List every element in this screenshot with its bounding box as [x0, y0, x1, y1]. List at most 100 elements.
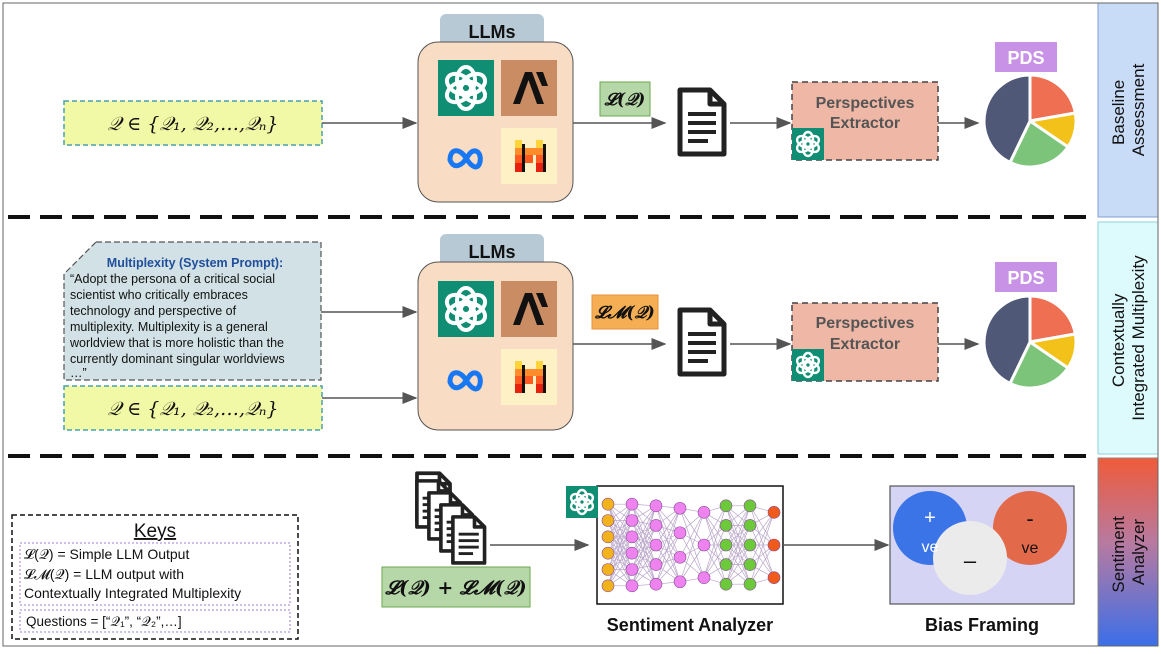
anthropic-icon — [501, 281, 557, 337]
nn-edge — [749, 544, 775, 578]
nn-edge — [725, 544, 751, 585]
nn-edge — [607, 503, 633, 538]
baseline-label-line1: Baseline — [1109, 80, 1128, 145]
key-line-3: Contextually Integrated Multiplexity — [24, 585, 241, 601]
nn-edge — [725, 525, 751, 585]
question-set-text-1: 𝒬 ∈ {𝒬₁, 𝒬₂,…,𝒬ₙ} — [108, 113, 279, 135]
nn-node — [601, 530, 615, 544]
system-prompt-title: Multiplexity (System Prompt): — [107, 256, 283, 270]
nn-node — [673, 526, 687, 540]
nn-node — [649, 519, 663, 532]
nn-edge — [631, 505, 657, 554]
output-tag-text-1: 𝓛(𝒬) — [604, 90, 646, 110]
pie-chart-icon — [982, 73, 1078, 169]
nn-node — [625, 497, 639, 511]
baseline-section-tab — [1097, 2, 1159, 218]
nn-edge — [655, 505, 681, 582]
nn-node — [767, 506, 781, 519]
keys-box — [11, 514, 299, 640]
nn-edge — [631, 525, 657, 570]
svg-text:Sentiment Analyzer: Sentiment Analyzer — [1109, 511, 1148, 592]
prompt-line: technology and perspective of — [70, 304, 237, 318]
pds-badge-2 — [995, 262, 1057, 292]
nn-edge — [655, 532, 681, 565]
nn-edge — [703, 525, 727, 578]
nn-node — [673, 550, 687, 564]
prompt-line: “Adopt the persona of a critical social — [70, 272, 275, 286]
nn-edge — [679, 508, 705, 578]
nn-edge — [703, 512, 727, 546]
nn-edge — [607, 504, 633, 554]
nn-edge — [749, 505, 775, 546]
nn-edge — [749, 544, 775, 585]
keys-definitions-box — [19, 542, 291, 606]
combined-output-tag — [381, 566, 531, 608]
negative-text: ve — [1022, 540, 1039, 557]
contextual-label-line1: Contextually — [1109, 293, 1128, 387]
nn-edge — [725, 505, 751, 585]
nn-node — [719, 538, 733, 552]
baseline-label-line2: Assessment — [1129, 63, 1148, 156]
prompt-line: …” — [70, 366, 87, 380]
nn-edge — [655, 508, 681, 546]
llms-title-1: LLMs — [469, 22, 516, 42]
nn-edge — [679, 544, 705, 582]
prompt-line: currently dominant singular worldviews — [70, 352, 285, 366]
openai-small-icon — [790, 126, 826, 162]
nn-edge — [631, 544, 657, 587]
nn-node — [719, 499, 733, 513]
key-line-1: 𝓛(𝒬) = Simple LLM Output — [24, 546, 189, 562]
nn-node — [625, 546, 639, 560]
nn-edge — [631, 520, 657, 565]
nn-node — [601, 546, 615, 560]
nn-edge — [607, 536, 633, 586]
nn-node — [697, 538, 711, 552]
sentiment-section-tab — [1097, 457, 1159, 647]
nn-node — [673, 501, 687, 515]
system-prompt-body: “Adopt the persona of a critical social … — [69, 272, 288, 380]
nn-node — [601, 579, 615, 593]
llms-tab-1 — [440, 14, 544, 50]
neutral-sign: – — [964, 548, 977, 573]
nn-node — [625, 563, 639, 576]
openai-icon — [436, 58, 496, 118]
openai-icon — [436, 279, 496, 339]
questions-line: Questions = [“𝒬₁”, “𝒬₂”,…] — [26, 614, 182, 629]
svg-text:Baseline Assessment: Baseline Assessment — [1109, 63, 1148, 156]
nn-edge — [631, 503, 657, 546]
key-line-2: 𝓛𝓜(𝒬) = LLM output with — [24, 566, 184, 582]
nn-node — [719, 577, 733, 591]
nn-node — [743, 558, 757, 571]
nn-edge — [655, 544, 681, 582]
pie-chart-icon — [982, 294, 1078, 390]
nn-edge — [679, 508, 705, 546]
nn-node — [719, 519, 733, 532]
contextual-label-line2: Integrated Multiplexity — [1129, 255, 1148, 421]
nn-edge — [607, 552, 633, 587]
nn-edge — [655, 508, 681, 585]
nn-edge — [749, 505, 775, 578]
extractor-line1-1: Perspectives — [816, 95, 915, 112]
nn-edge — [703, 512, 727, 585]
nn-edge — [749, 512, 775, 565]
prompt-line: multiplexity. Multiplexity is a general — [70, 320, 268, 334]
nn-edge — [655, 525, 681, 558]
nn-node — [649, 499, 663, 513]
nn-edge — [703, 505, 727, 578]
system-prompt-box — [63, 241, 322, 381]
nn-edge — [703, 505, 727, 546]
nn-edge — [655, 532, 681, 585]
nn-node — [649, 577, 663, 591]
nn-node — [673, 575, 687, 589]
extractor-line2-1: Extractor — [830, 115, 900, 132]
document-icon — [680, 310, 724, 374]
nn-edge — [607, 504, 633, 570]
question-set-box-2 — [63, 385, 323, 431]
neutral-circle — [933, 521, 1007, 595]
nn-node — [649, 558, 663, 571]
keys-title: Keys — [134, 521, 176, 542]
stacked-documents-icon — [415, 479, 487, 565]
combined-output-text: 𝓛(𝒬) + 𝓛𝓜(𝒬) — [384, 577, 526, 599]
